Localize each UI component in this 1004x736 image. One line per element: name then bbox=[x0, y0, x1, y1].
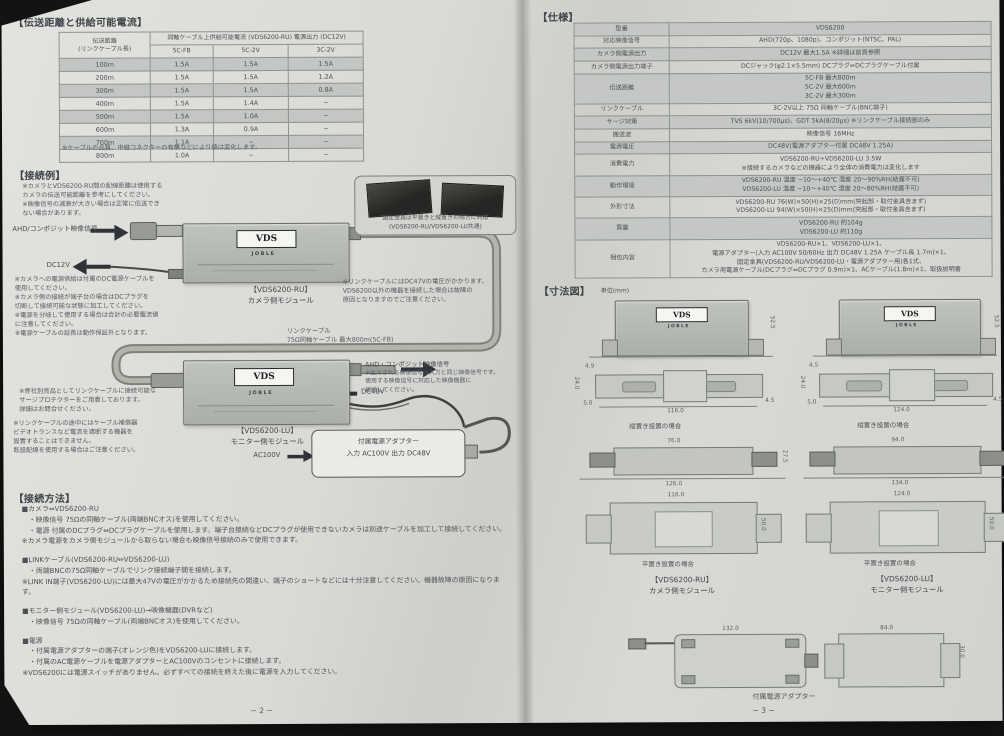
video-out-label: AHD・コンポジット映像信号 bbox=[365, 360, 450, 369]
brand-label: JOBLE bbox=[249, 389, 274, 397]
bnc-connector bbox=[155, 224, 183, 238]
coax-cable bbox=[360, 364, 396, 375]
dc48v-twisted-cable bbox=[347, 394, 466, 428]
camera-power-notes: ※カメラへの電源供給は付属のDC電源ケーブルを 使用してください。 ※カメラ側の… bbox=[14, 275, 159, 337]
arrow-right-icon bbox=[401, 361, 437, 378]
bnc-connector bbox=[150, 372, 186, 389]
adapter-cable bbox=[463, 416, 511, 454]
bnc-connector bbox=[129, 222, 157, 241]
vds6200-lu-module: VDS JOBLE bbox=[182, 359, 351, 426]
vds-logo-text: VDS bbox=[255, 233, 278, 245]
vds-logo: VDS bbox=[234, 367, 295, 387]
link-midway-note: ※リンクケーブルの途中にはケーブル補償器 ビデオトランスなど電流を遮断する機器を… bbox=[13, 419, 140, 454]
mounting-photo-box: 固定金具は平置きと縦置きの両方に対応 (VDS6200-RU/VDS6200-L… bbox=[354, 174, 517, 236]
panel-print-line bbox=[198, 404, 335, 407]
link-cable bbox=[113, 230, 500, 384]
arrow-right-icon bbox=[90, 224, 129, 241]
brand-label: JOBLE bbox=[251, 250, 276, 258]
link-cable-label: リンクケーブル 75Ω同軸ケーブル 最大800m(5C-FB) bbox=[286, 327, 394, 344]
dc12v-label: DC12V bbox=[46, 260, 70, 269]
vds6200-ru-module: VDS JOBLE bbox=[182, 222, 350, 284]
ru-module-label: 【VDS6200-RU】 カメラ側モジュール bbox=[247, 284, 314, 306]
vds-logo-text: VDS bbox=[253, 371, 275, 383]
module-photo bbox=[366, 179, 433, 218]
surge-protector-note: ※弊社別売品としてリンクケーブルに接続可能な サージプロテクターをご用意しており… bbox=[19, 387, 157, 413]
module-photo bbox=[440, 182, 505, 218]
arrow-left-icon bbox=[72, 258, 111, 275]
panel-print-line bbox=[214, 410, 319, 413]
dc48v-twisted-cable bbox=[348, 402, 410, 411]
power-adapter-box: 付属電源アダプター 入力 AC100V 出力 DC48V bbox=[311, 429, 466, 478]
ac100v-label: AC100V bbox=[253, 450, 281, 460]
video-out-note: ※出力される映像信号は入力と同じ映像信号です。 使用する映像信号に対応した映像機… bbox=[365, 370, 500, 394]
mounting-photo-caption: 固定金具は平置きと縦置きの両方に対応 (VDS6200-RU/VDS6200-L… bbox=[382, 215, 489, 231]
dc48v-label: DC48V bbox=[361, 387, 385, 396]
panel-print-line bbox=[213, 269, 318, 272]
vds-logo: VDS bbox=[236, 229, 297, 249]
video-in-label: AHD/コンポジット映像信号 bbox=[12, 224, 98, 234]
link-47v-note: ※リンクケーブルにはDC47Vの電圧がかかります。 VDS6200以外の機器を接… bbox=[342, 278, 489, 304]
arrow-right-icon bbox=[287, 449, 315, 462]
panel-print-line bbox=[197, 263, 334, 266]
